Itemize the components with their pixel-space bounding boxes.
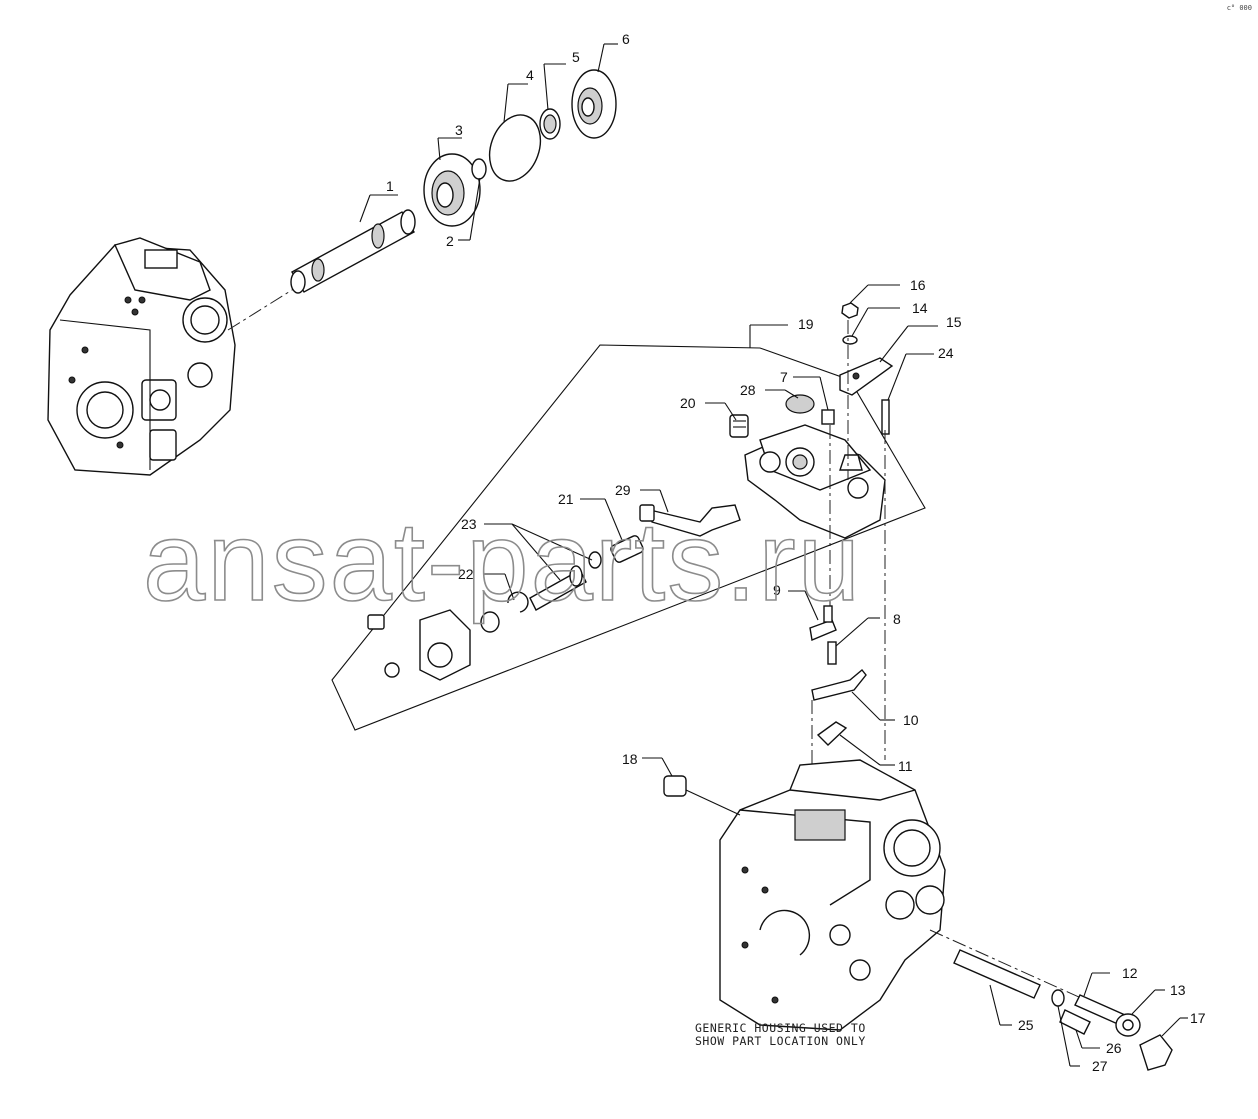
drive-shaft-part-1 <box>290 209 416 294</box>
callout-15: 15 <box>946 314 962 330</box>
block-part-11 <box>816 721 848 746</box>
o-ring-part-4 <box>488 114 542 182</box>
centerline-shaft <box>227 284 301 331</box>
pin-part-8 <box>827 641 837 665</box>
bracket-part-15 <box>839 357 894 396</box>
callout-leaders <box>359 43 1188 1067</box>
main-housing <box>719 759 946 1031</box>
cap-part-17 <box>1139 1034 1173 1071</box>
washer-part-27 <box>1051 989 1065 1007</box>
callout-25: 25 <box>1018 1017 1034 1033</box>
watermark: ansat-parts.ru <box>143 499 862 624</box>
callout-2: 2 <box>446 233 454 249</box>
callout-10: 10 <box>903 712 919 728</box>
housing-note-line-2: SHOW PART LOCATION ONLY <box>695 1034 866 1048</box>
left-housing <box>47 237 236 476</box>
spool-part-23 <box>529 551 602 611</box>
callout-16: 16 <box>910 277 926 293</box>
control-body <box>744 424 886 539</box>
callout-21: 21 <box>558 491 574 507</box>
fitting-part-7 <box>821 409 835 425</box>
callout-22: 22 <box>458 566 474 582</box>
callout-7: 7 <box>780 369 788 385</box>
callout-23: 23 <box>461 516 477 532</box>
callout-13: 13 <box>1170 982 1186 998</box>
control-assembly-outline <box>331 344 926 731</box>
seal-carrier-part-6 <box>571 69 617 139</box>
callout-14: 14 <box>912 300 928 316</box>
coil-assembly <box>367 609 500 681</box>
housing-note-line-1: GENERIC HOUSING USED TO <box>695 1021 866 1035</box>
plug-part-20 <box>729 414 749 438</box>
bearing-part-3 <box>423 153 481 227</box>
callout-5: 5 <box>572 49 580 65</box>
washer-part-14 <box>842 335 858 345</box>
callout-29: 29 <box>615 482 631 498</box>
lever-part-9 <box>809 605 837 641</box>
plug-part-28 <box>785 394 815 414</box>
callout-4: 4 <box>526 67 534 83</box>
seal-part-5 <box>539 108 561 140</box>
nut-part-16 <box>841 302 859 319</box>
callout-17: 17 <box>1190 1010 1206 1026</box>
connector-part-29 <box>639 504 741 537</box>
link-part-10 <box>811 669 867 701</box>
callout-9: 9 <box>773 582 781 598</box>
callout-20: 20 <box>680 395 696 411</box>
callout-8: 8 <box>893 611 901 627</box>
plug-part-18 <box>663 775 741 816</box>
spool-part-25 <box>953 949 1041 999</box>
callout-6: 6 <box>622 31 630 47</box>
callout-24: 24 <box>938 345 954 361</box>
corner-code: c° 000 <box>1226 4 1252 12</box>
solenoid-part-21 <box>610 535 644 563</box>
spring-part-26 <box>1059 1009 1091 1035</box>
screw-part-24 <box>881 399 890 435</box>
callout-11: 11 <box>898 758 913 774</box>
callout-19: 19 <box>798 316 814 332</box>
callout-18: 18 <box>622 751 638 767</box>
callout-3: 3 <box>455 122 463 138</box>
nut-part-13 <box>1115 1013 1141 1037</box>
retaining-ring-part-2 <box>471 158 487 180</box>
callout-26: 26 <box>1106 1040 1122 1056</box>
callout-labels: 1 2 3 4 5 6 7 8 9 10 11 12 13 14 15 16 1… <box>386 31 1206 1074</box>
callout-27: 27 <box>1092 1058 1108 1074</box>
callout-1: 1 <box>386 178 394 194</box>
callout-28: 28 <box>740 382 756 398</box>
callout-12: 12 <box>1122 965 1138 981</box>
